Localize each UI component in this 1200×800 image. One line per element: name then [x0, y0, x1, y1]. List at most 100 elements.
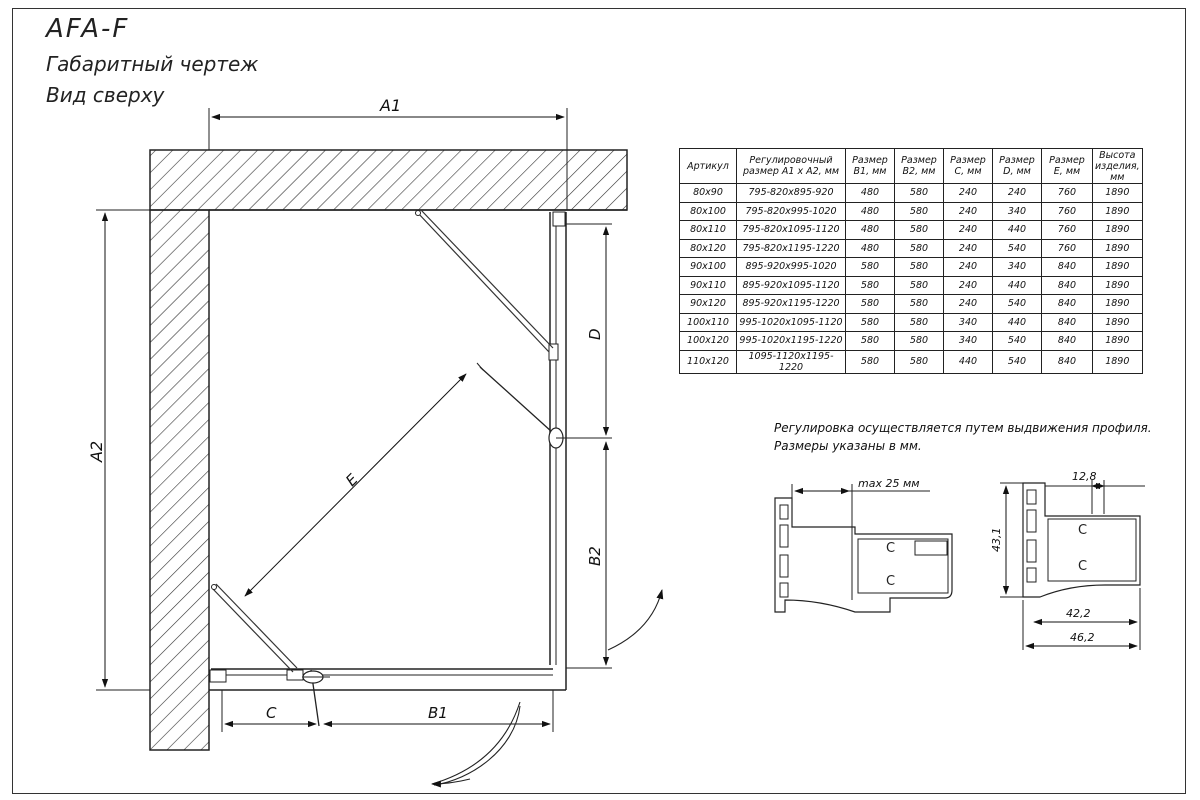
dimension-a1-label: A1	[379, 96, 401, 115]
page-title: AFA-F	[46, 14, 130, 44]
profile-section-right: 12,8 43,1 C C 42,2 46,2	[990, 470, 1145, 650]
table-cell: 760	[1041, 238, 1093, 258]
table-cell: 1890	[1092, 201, 1143, 221]
table-cell: 240	[992, 183, 1042, 203]
table-cell: 240	[943, 294, 993, 314]
dimension-c-label: C	[266, 704, 277, 722]
table-cell: 80x100	[679, 201, 737, 221]
table-cell: 1890	[1092, 183, 1143, 203]
table-cell: 1890	[1092, 238, 1143, 258]
table-cell: 580	[894, 349, 944, 374]
table-cell: 540	[992, 349, 1042, 374]
table-cell: 580	[845, 275, 895, 295]
dimension-b2: B2	[566, 441, 612, 669]
header-size-c: Размер C, мм	[943, 148, 993, 184]
dimension-b1: B1	[323, 690, 554, 732]
table-cell: 580	[894, 312, 944, 332]
table-cell: 90x110	[679, 275, 737, 295]
dimension-b1-label: B1	[428, 704, 448, 722]
table-cell: 840	[1041, 294, 1093, 314]
table-cell: 1890	[1092, 220, 1143, 240]
note-adjustment: Регулировка осуществляется путем выдвиже…	[774, 421, 1152, 435]
table-cell: 760	[1041, 201, 1093, 221]
table-cell: 795-820x995-1020	[736, 201, 846, 221]
specs-table: Артикул Регулировочный размер A1 x A2, м…	[679, 148, 1143, 374]
table-cell: 80x90	[679, 183, 737, 203]
table-cell: 80x120	[679, 238, 737, 258]
door-swing-arrow-right	[607, 589, 664, 651]
table-cell: 90x100	[679, 257, 737, 277]
specs-table-header-row: Артикул Регулировочный размер A1 x A2, м…	[679, 148, 1143, 184]
dimension-e: E	[244, 362, 484, 597]
header-height: Высота изделия, мм	[1092, 148, 1143, 184]
table-cell: 1890	[1092, 331, 1143, 351]
swing-arrowhead-bottom	[431, 778, 471, 788]
swing-arrow-left-bottom	[246, 700, 310, 778]
table-cell: 480	[845, 183, 895, 203]
profile-dim-46-2-label: 46,2	[1070, 631, 1095, 644]
table-cell: 840	[1041, 257, 1093, 277]
table-cell: 440	[943, 349, 993, 374]
table-cell: 100x110	[679, 312, 737, 332]
svg-text:C: C	[886, 574, 895, 589]
header-article: Артикул	[679, 148, 737, 184]
table-cell: 580	[894, 238, 944, 258]
dimension-a2-label: A2	[87, 441, 106, 463]
table-cell: 580	[894, 257, 944, 277]
wall-top	[149, 149, 628, 211]
table-cell: 1890	[1092, 257, 1143, 277]
header-size-d: Размер D, мм	[992, 148, 1042, 184]
right-glass-panel	[548, 211, 567, 690]
table-cell: 90x120	[679, 294, 737, 314]
dimension-a2: A2	[87, 209, 150, 691]
table-cell: 840	[1041, 331, 1093, 351]
table-cell: 340	[943, 312, 993, 332]
table-cell: 580	[894, 275, 944, 295]
table-cell: 580	[845, 294, 895, 314]
table-cell: 580	[894, 201, 944, 221]
svg-text:C: C	[886, 541, 895, 556]
table-cell: 895-920x1195-1220	[736, 294, 846, 314]
dimension-e-label: E	[342, 470, 362, 490]
table-cell: 840	[1041, 349, 1093, 374]
table-cell: 795-820x895-920	[736, 183, 846, 203]
header-size-b2: Размер B2, мм	[894, 148, 944, 184]
dimension-d-label: D	[586, 328, 604, 340]
table-cell: 580	[845, 257, 895, 277]
table-cell: 580	[894, 183, 944, 203]
table-cell: 1890	[1092, 312, 1143, 332]
table-cell: 110x120	[679, 349, 737, 374]
drawing-frame	[12, 8, 1186, 794]
table-cell: 240	[943, 220, 993, 240]
swing-arrow-bottom-left-visible	[445, 706, 522, 782]
dimension-c: C	[221, 690, 317, 732]
table-cell: 995-1020x1095-1120	[736, 312, 846, 332]
dimension-d: D	[566, 223, 612, 436]
table-cell: 340	[992, 257, 1042, 277]
note-units: Размеры указаны в мм.	[774, 439, 922, 453]
dimension-b2-label: B2	[586, 546, 604, 566]
table-cell: 480	[845, 220, 895, 240]
table-cell: 895-920x995-1020	[736, 257, 846, 277]
table-cell: 440	[992, 275, 1042, 295]
door-leaf-open	[302, 366, 612, 727]
table-cell: 840	[1041, 312, 1093, 332]
header-size-e: Размер E, мм	[1041, 148, 1093, 184]
table-cell: 480	[845, 201, 895, 221]
svg-text:C: C	[1078, 559, 1087, 574]
table-cell: 580	[894, 294, 944, 314]
wall-left	[149, 209, 210, 751]
table-cell: 580	[894, 220, 944, 240]
table-cell: 760	[1041, 220, 1093, 240]
table-cell: 760	[1041, 183, 1093, 203]
